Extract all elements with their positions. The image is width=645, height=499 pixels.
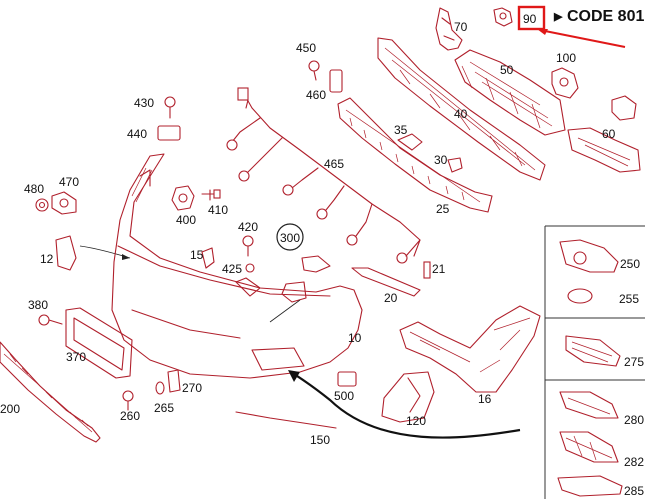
label-410: 410 [208,203,228,217]
inset-label-255: 255 [619,292,639,306]
code-arrow-glyph: ▶ [553,11,563,23]
label-60: 60 [602,127,616,141]
label-35: 35 [394,123,408,137]
part-410-screw [201,189,221,201]
part-450-bolt [308,60,320,81]
label-120: 120 [406,414,426,428]
part-150-strip [235,411,337,429]
inset-part-275 [565,335,621,367]
highlight-callout [517,5,626,48]
label-260: 260 [120,409,140,423]
label-200: 200 [0,402,20,416]
label-300: 300 [280,231,300,245]
part-400-sensor-holder [171,185,195,211]
label-20: 20 [384,291,398,305]
part-16-bracket [399,305,541,393]
label-500: 500 [334,389,354,403]
inset-panel [544,225,645,499]
label-270: 270 [182,381,202,395]
highlight-box [517,5,546,31]
part-270-clip [167,369,181,393]
label-150: 150 [310,433,330,447]
label-50: 50 [500,63,514,77]
inset-label-275: 275 [624,355,644,369]
label-10: 10 [348,331,362,345]
label-70: 70 [454,20,468,34]
part-100-bracket [551,67,579,99]
part-70-bracket [435,7,463,51]
inset-part-280 [559,391,619,419]
label-440: 440 [127,127,147,141]
part-10-bumper-cover [111,153,363,379]
label-15: 15 [190,248,204,262]
inset-label-282: 282 [624,455,644,469]
part-50-absorber [454,49,566,136]
part-480-grommet [35,198,49,212]
part-500-bracket [337,371,357,387]
highlight-arrowhead [537,29,548,35]
part-420-bolt [242,235,254,257]
part-260-bolt [122,390,134,411]
label-465: 465 [324,157,344,171]
label-380: 380 [28,298,48,312]
label-420: 420 [238,220,258,234]
inset-part-255 [567,288,593,304]
label-430: 430 [134,96,154,110]
inset-label-250: 250 [620,257,640,271]
label-370: 370 [66,350,86,364]
label-21: 21 [432,262,446,276]
part-300-camera [269,223,331,323]
part-460-nut [329,69,343,93]
part-35-clip [397,133,423,151]
label-30: 30 [434,153,448,167]
part-20-strip [351,267,421,297]
part-425-washer [245,263,255,273]
part-265-washer [155,381,165,395]
part-370-license-plate [65,307,133,379]
label-450: 450 [296,41,316,55]
label-25: 25 [436,202,450,216]
code-label: CODE 801 [567,8,644,25]
label-12: 12 [40,252,54,266]
part-30-clip [447,157,463,173]
label-90: 90 [523,12,537,26]
part-60-bracket [567,95,641,173]
label-400: 400 [176,213,196,227]
part-380-bolt [38,314,63,326]
part-90-clip [493,7,513,27]
part-21-connector [423,261,431,279]
part-430-screw [164,96,176,119]
inset-label-285: 285 [624,484,644,498]
label-480: 480 [24,182,44,196]
label-460: 460 [306,88,326,102]
part-470-sensor [51,191,77,215]
inset-part-250 [559,239,619,273]
part-465-wiring-harness [226,87,421,264]
part-15-bracket [201,247,215,269]
label-265: 265 [154,401,174,415]
label-100: 100 [556,51,576,65]
inset-label-280: 280 [624,413,644,427]
part-200-grille [0,341,101,443]
part-440-clip [157,125,181,141]
inset-part-285 [557,475,623,497]
label-470: 470 [59,175,79,189]
label-40: 40 [454,107,468,121]
assembly-arrow [288,370,521,439]
part-12-bracket [55,235,131,271]
label-425: 425 [222,262,242,276]
part-120-cover [381,371,435,423]
inset-part-282 [559,431,619,463]
label-16: 16 [478,392,492,406]
part-40-guide [377,37,546,181]
part-25-carrier [337,97,493,213]
